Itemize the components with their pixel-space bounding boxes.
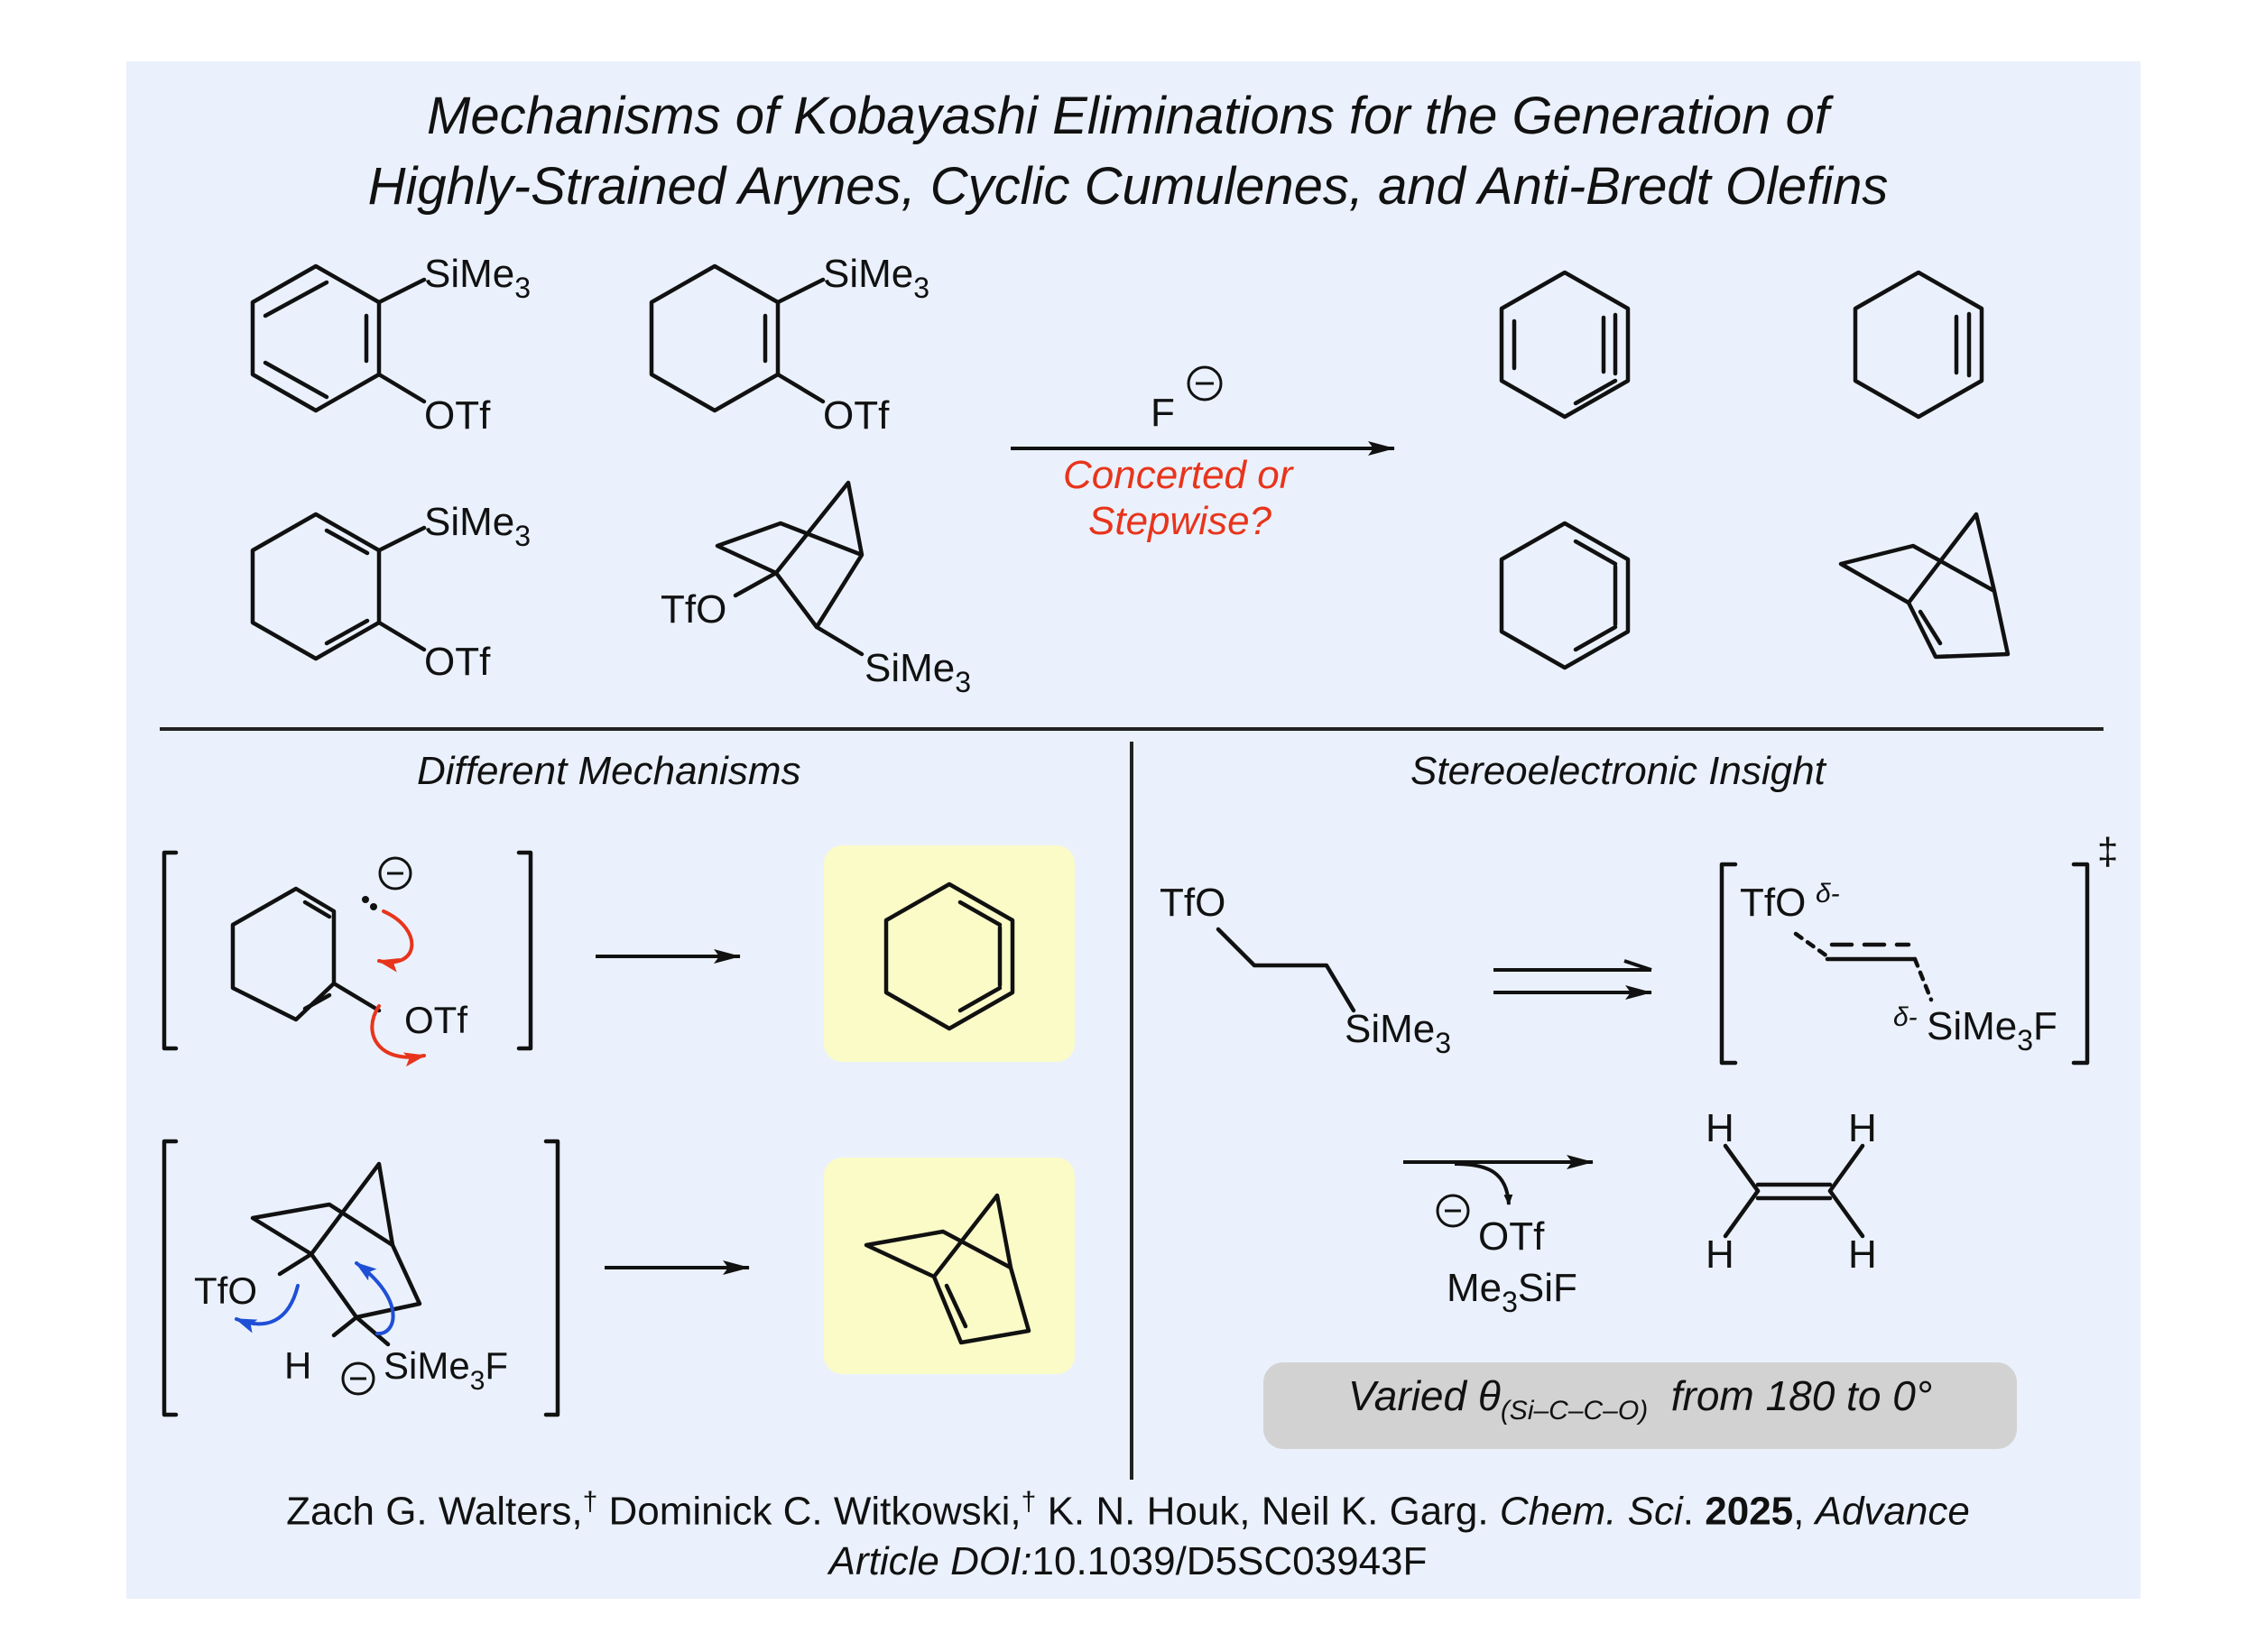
elimination-arrow: OTf Me3SiF xyxy=(1403,1155,1594,1318)
h-label: H xyxy=(284,1344,311,1387)
h-label: H xyxy=(1706,1232,1734,1277)
delta-minus: δ- xyxy=(1893,1002,1918,1032)
tfo-label: TfO xyxy=(661,587,726,632)
title-line-2: Highly-Strained Arynes, Cyclic Cumulenes… xyxy=(367,157,1889,216)
otf-label: OTf xyxy=(823,393,890,438)
varied-theta-label: Varied θ xyxy=(1347,1372,1501,1419)
question-line-2: Stepwise? xyxy=(1088,499,1272,543)
product-highlight-antibredt xyxy=(824,1158,1075,1374)
double-dagger: ‡ xyxy=(2097,830,2118,872)
h-label: H xyxy=(1848,1232,1877,1277)
h-label: H xyxy=(1848,1106,1877,1150)
year: 2025 xyxy=(1705,1489,1794,1534)
dagger-1: † xyxy=(582,1487,598,1517)
norbornyl-precursor: TfO SiMe3 xyxy=(661,480,971,698)
ethylene: H H H H xyxy=(1706,1106,1877,1277)
fluoride-arrow: F xyxy=(1011,365,1395,456)
citation-line-1: Zach G. Walters,† Dominick C. Witkowski,… xyxy=(0,1487,2256,1535)
tms-label: SiMe3 xyxy=(864,646,971,698)
theta-variation-box xyxy=(1263,1362,2017,1449)
heading-stereoelectronic-insight: Stereoelectronic Insight xyxy=(1410,749,1826,793)
doi: 10.1039/D5SC03943F xyxy=(1031,1539,1428,1583)
cyclohexyne-precursor: SiMe3 OTf xyxy=(649,252,929,438)
citation-line-2: Article DOI:10.1039/D5SC03943F xyxy=(0,1539,2256,1584)
journal-name: Chem. Sci xyxy=(1499,1489,1683,1534)
tms-label: SiMe3 xyxy=(1345,1007,1451,1059)
tms-f-label: SiMe3F xyxy=(1927,1004,2057,1057)
otf-leaving-group: OTf xyxy=(1478,1214,1545,1259)
me3sif-label: Me3SiF xyxy=(1447,1266,1577,1318)
theta-variation-text: Varied θ(Si–C–C–O) from 180 to 0° xyxy=(1263,1371,2017,1426)
otf-label: OTf xyxy=(424,640,491,684)
title-line-1: Mechanisms of Kobayashi Eliminations for… xyxy=(427,87,1829,145)
author-walters: Zach G. Walters, xyxy=(286,1489,583,1534)
equilibrium-arrows xyxy=(1493,959,1652,1000)
dihedral-subscript: (Si–C–C–O) xyxy=(1500,1396,1649,1426)
tms-label: SiMe3 xyxy=(424,252,531,304)
tms-f-label: SiMe3F xyxy=(384,1344,508,1396)
journal-dot: . xyxy=(1682,1489,1706,1534)
cyclohexadiene-precursor: SiMe3 OTf xyxy=(250,500,531,684)
year-comma: , xyxy=(1793,1489,1816,1534)
author-witkowski: Dominick C. Witkowski, xyxy=(597,1489,1022,1534)
transition-state: ‡ TfO δ- δ- SiMe3F xyxy=(1719,830,2118,1066)
theta-range: from 180 to 0° xyxy=(1670,1372,1933,1419)
model-substrate: TfO SiMe3 xyxy=(1160,881,1451,1059)
tfo-label: TfO xyxy=(194,1269,257,1312)
cyclic-allene xyxy=(1499,521,1631,670)
anti-bredt-product xyxy=(864,1193,1031,1345)
fluoride-label: F xyxy=(1151,391,1175,435)
norbornyl-intermediate: TfO H SiMe3F xyxy=(162,1139,560,1417)
dagger-2: † xyxy=(1021,1487,1037,1517)
heading-different-mechanisms: Different Mechanisms xyxy=(417,749,801,793)
tfo-label: TfO xyxy=(1160,881,1225,925)
tfo-ts-label: TfO xyxy=(1740,881,1806,925)
benzyne-precursor: SiMe3 OTf xyxy=(250,252,531,438)
delta-minus: δ- xyxy=(1816,879,1840,909)
cyclohexyne xyxy=(1853,270,1984,420)
article-doi-label: Article DOI: xyxy=(828,1539,1032,1583)
tms-label: SiMe3 xyxy=(424,500,531,552)
question-line-1: Concerted or xyxy=(1063,453,1293,497)
allene-intermediate: OTf xyxy=(162,850,533,1067)
product-highlight-cumulene xyxy=(824,845,1075,1062)
cyclic-allene-product xyxy=(883,881,1015,1031)
tms-label: SiMe3 xyxy=(823,252,929,304)
otf-label: OTf xyxy=(424,393,491,438)
otf-label: OTf xyxy=(404,999,467,1041)
authors-houk-garg: K. N. Houk, Neil K. Garg. xyxy=(1036,1489,1500,1534)
anti-bredt-olefin xyxy=(1838,512,2011,660)
h-label: H xyxy=(1706,1106,1734,1150)
benzyne xyxy=(1499,270,1631,420)
advance-label: Advance xyxy=(1815,1489,1970,1534)
